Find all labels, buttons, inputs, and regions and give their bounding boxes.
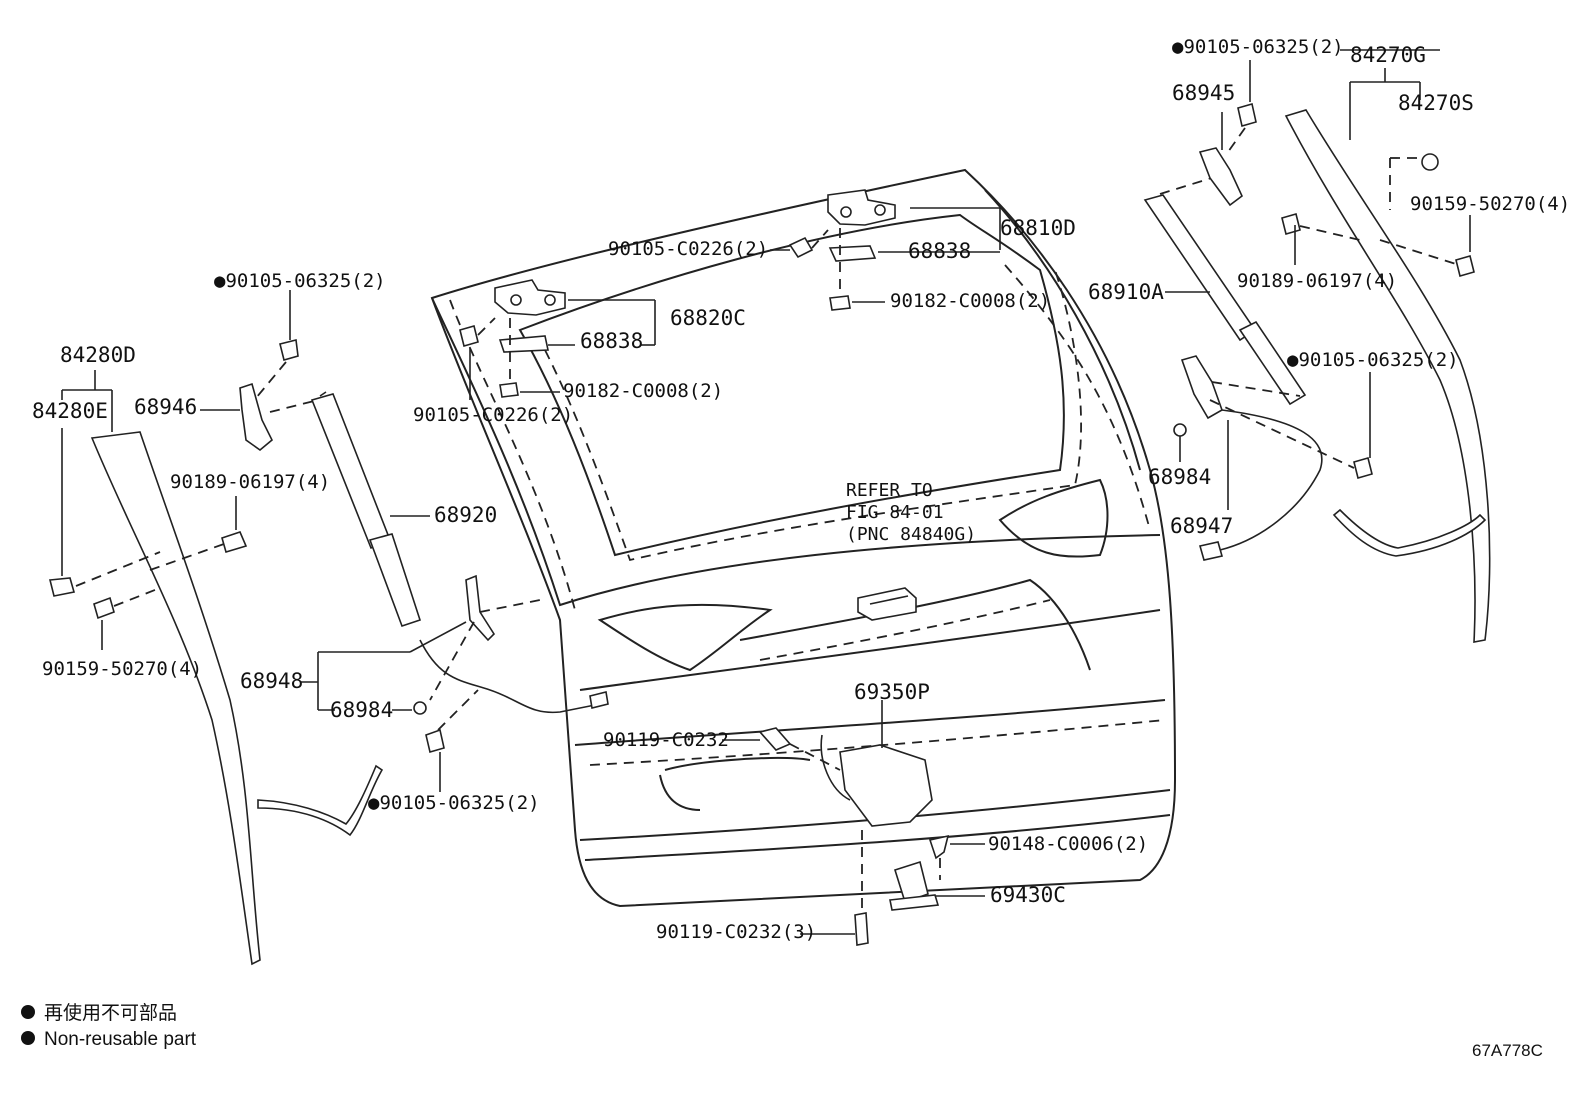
label-84280D: 84280D [60,343,136,367]
label-90105-06325-bottom-left: ●90105-06325(2) [368,792,540,814]
bracket-68945 [1198,102,1257,207]
label-90182-C0008-top: 90182-C0008(2) [890,290,1050,312]
label-90119-C0232: 90119-C0232 [603,729,729,751]
refer-note-line2: FIG 84-01 [846,502,944,523]
legend: 再使用不可部品 Non-reusable part [21,1002,197,1050]
label-69430C: 69430C [990,883,1066,907]
label-68947: 68947 [1170,514,1233,538]
label-90189-06197-left: 90189-06197(4) [170,471,330,493]
refer-note-line1: REFER TO [846,480,933,501]
handle-assembly [857,587,917,621]
label-68984-right: 68984 [1148,465,1211,489]
label-90159-50270-left: 90159-50270(4) [42,658,202,680]
cable-68947 [1173,355,1373,561]
label-68948: 68948 [240,669,303,693]
hinge-68820C [459,279,566,398]
label-90105-C0226-mid: 90105-C0226(2) [413,404,573,426]
label-68838-mid: 68838 [580,329,643,353]
legend-dot-en [21,1031,35,1045]
label-68838-top: 68838 [908,239,971,263]
label-84270S: 84270S [1398,91,1474,115]
pillar-trim-left [48,431,384,966]
strut-68920 [269,391,422,628]
legend-dot-jp [21,1005,35,1019]
label-90105-06325-left: ●90105-06325(2) [214,270,386,292]
strut-68910A [1143,175,1307,406]
lock-69350P [758,727,933,946]
label-90148-C0006: 90148-C0006(2) [988,833,1148,855]
label-90105-06325-right: ●90105-06325(2) [1287,349,1459,371]
label-68920: 68920 [434,503,497,527]
callout-labels: 84270G 84270S ●90105-06325(2) 68945 9015… [32,36,1570,943]
refer-note-line3: (PNC 84840G) [846,524,976,545]
diagram-code: 67A778C [1472,1041,1543,1060]
legend-text-jp: 再使用不可部品 [44,1002,177,1024]
label-84270G: 84270G [1350,43,1426,67]
label-68810D: 68810D [1000,216,1076,240]
legend-text-en: Non-reusable part [44,1029,197,1050]
label-68946: 68946 [134,395,197,419]
label-90105-C0226-top: 90105-C0226(2) [608,238,768,260]
label-90182-C0008-mid: 90182-C0008(2) [563,380,723,402]
label-90189-06197-right: 90189-06197(4) [1237,270,1397,292]
label-68945: 68945 [1172,81,1235,105]
pillar-trim-right [1281,109,1491,643]
label-69350P: 69350P [854,680,930,704]
striker-69430C [889,834,950,911]
label-90105-06325-top-right: ●90105-06325(2) [1172,36,1344,58]
leader-lines [61,49,1471,935]
label-84280E: 84280E [32,399,108,423]
cable-68948 [413,574,609,753]
bracket-68946 [239,339,299,452]
hinge-68810D [788,189,896,311]
label-90119-C0232-3: 90119-C0232(3) [656,921,816,943]
back-door-panel [430,168,1177,908]
label-90159-50270-right: 90159-50270(4) [1410,193,1570,215]
label-68984-left: 68984 [330,698,393,722]
label-68820C: 68820C [670,306,746,330]
refer-note: REFER TO FIG 84-01 (PNC 84840G) [846,480,976,545]
label-68910A: 68910A [1088,280,1164,304]
